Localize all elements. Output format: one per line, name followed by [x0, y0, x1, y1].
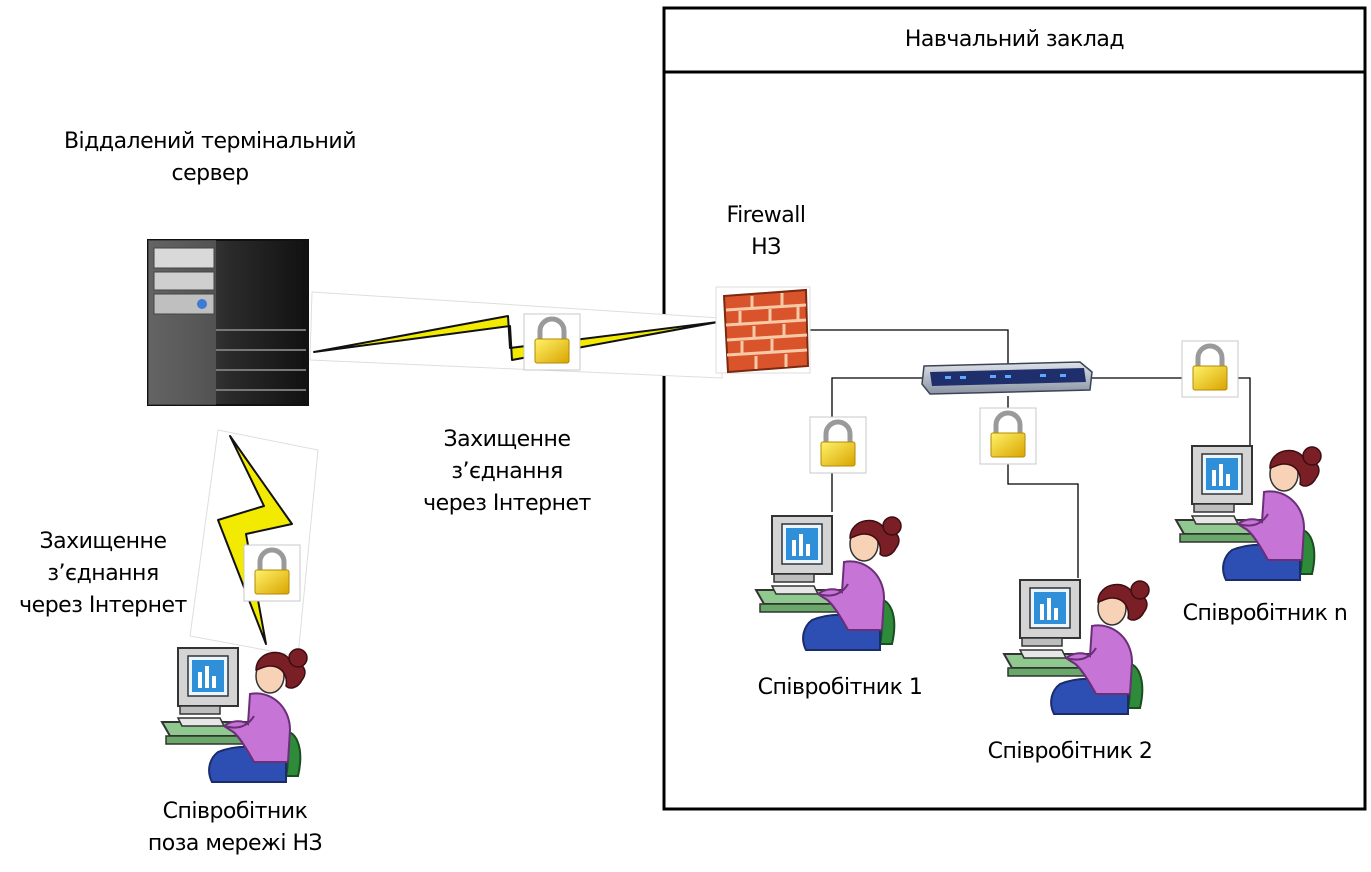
secure-connection-line-1: Захищенне	[39, 529, 167, 554]
employee-n-label: Співробітник n	[1182, 601, 1348, 626]
secure-connection-line-2: з’єднання	[47, 561, 159, 586]
secure-connection-label-remote: Захищенне з’єднання через Інтернет	[0, 526, 206, 622]
lock-icon	[244, 545, 300, 601]
remote-employee-line-2: поза мережі НЗ	[147, 831, 323, 856]
user-at-computer-icon	[1003, 579, 1150, 715]
firewall-icon	[715, 286, 811, 374]
remote-employee-label: Співробітник поза мережі НЗ	[110, 796, 360, 860]
lock-icon	[810, 417, 866, 473]
user-at-computer-icon	[755, 515, 902, 651]
lightning-link-remote	[189, 429, 319, 657]
lock-icon	[524, 314, 580, 370]
secure-connection-line-1: Захищенне	[443, 427, 571, 452]
secure-connection-label-main: Захищенне з’єднання через Інтернет	[402, 424, 612, 520]
server-label-line-1: Віддалений термінальний	[63, 129, 357, 154]
employee-1-label: Співробітник 1	[757, 675, 923, 700]
secure-connection-line-3: через Інтернет	[19, 593, 187, 618]
secure-connection-line-3: через Інтернет	[423, 491, 591, 516]
firewall-label: Firewall НЗ	[706, 200, 826, 264]
lightning-link-main	[309, 291, 723, 379]
secure-connection-line-2: з’єднання	[451, 459, 563, 484]
server-label: Віддалений термінальний сервер	[20, 126, 400, 190]
institution-title: Навчальний заклад	[904, 27, 1125, 52]
user-at-computer-icon	[1175, 445, 1322, 581]
switch-icon	[921, 361, 1093, 395]
lock-icon	[1182, 341, 1238, 397]
user-at-computer-icon	[161, 647, 308, 783]
server-icon	[147, 239, 309, 406]
employee-2-label: Співробітник 2	[987, 739, 1153, 764]
institution-frame	[662, 6, 1367, 811]
firewall-label-line-2: НЗ	[751, 235, 781, 260]
firewall-label-line-1: Firewall	[726, 203, 806, 228]
remote-employee-line-1: Співробітник	[162, 799, 308, 824]
server-label-line-2: сервер	[171, 161, 249, 186]
lock-icon	[980, 408, 1036, 464]
